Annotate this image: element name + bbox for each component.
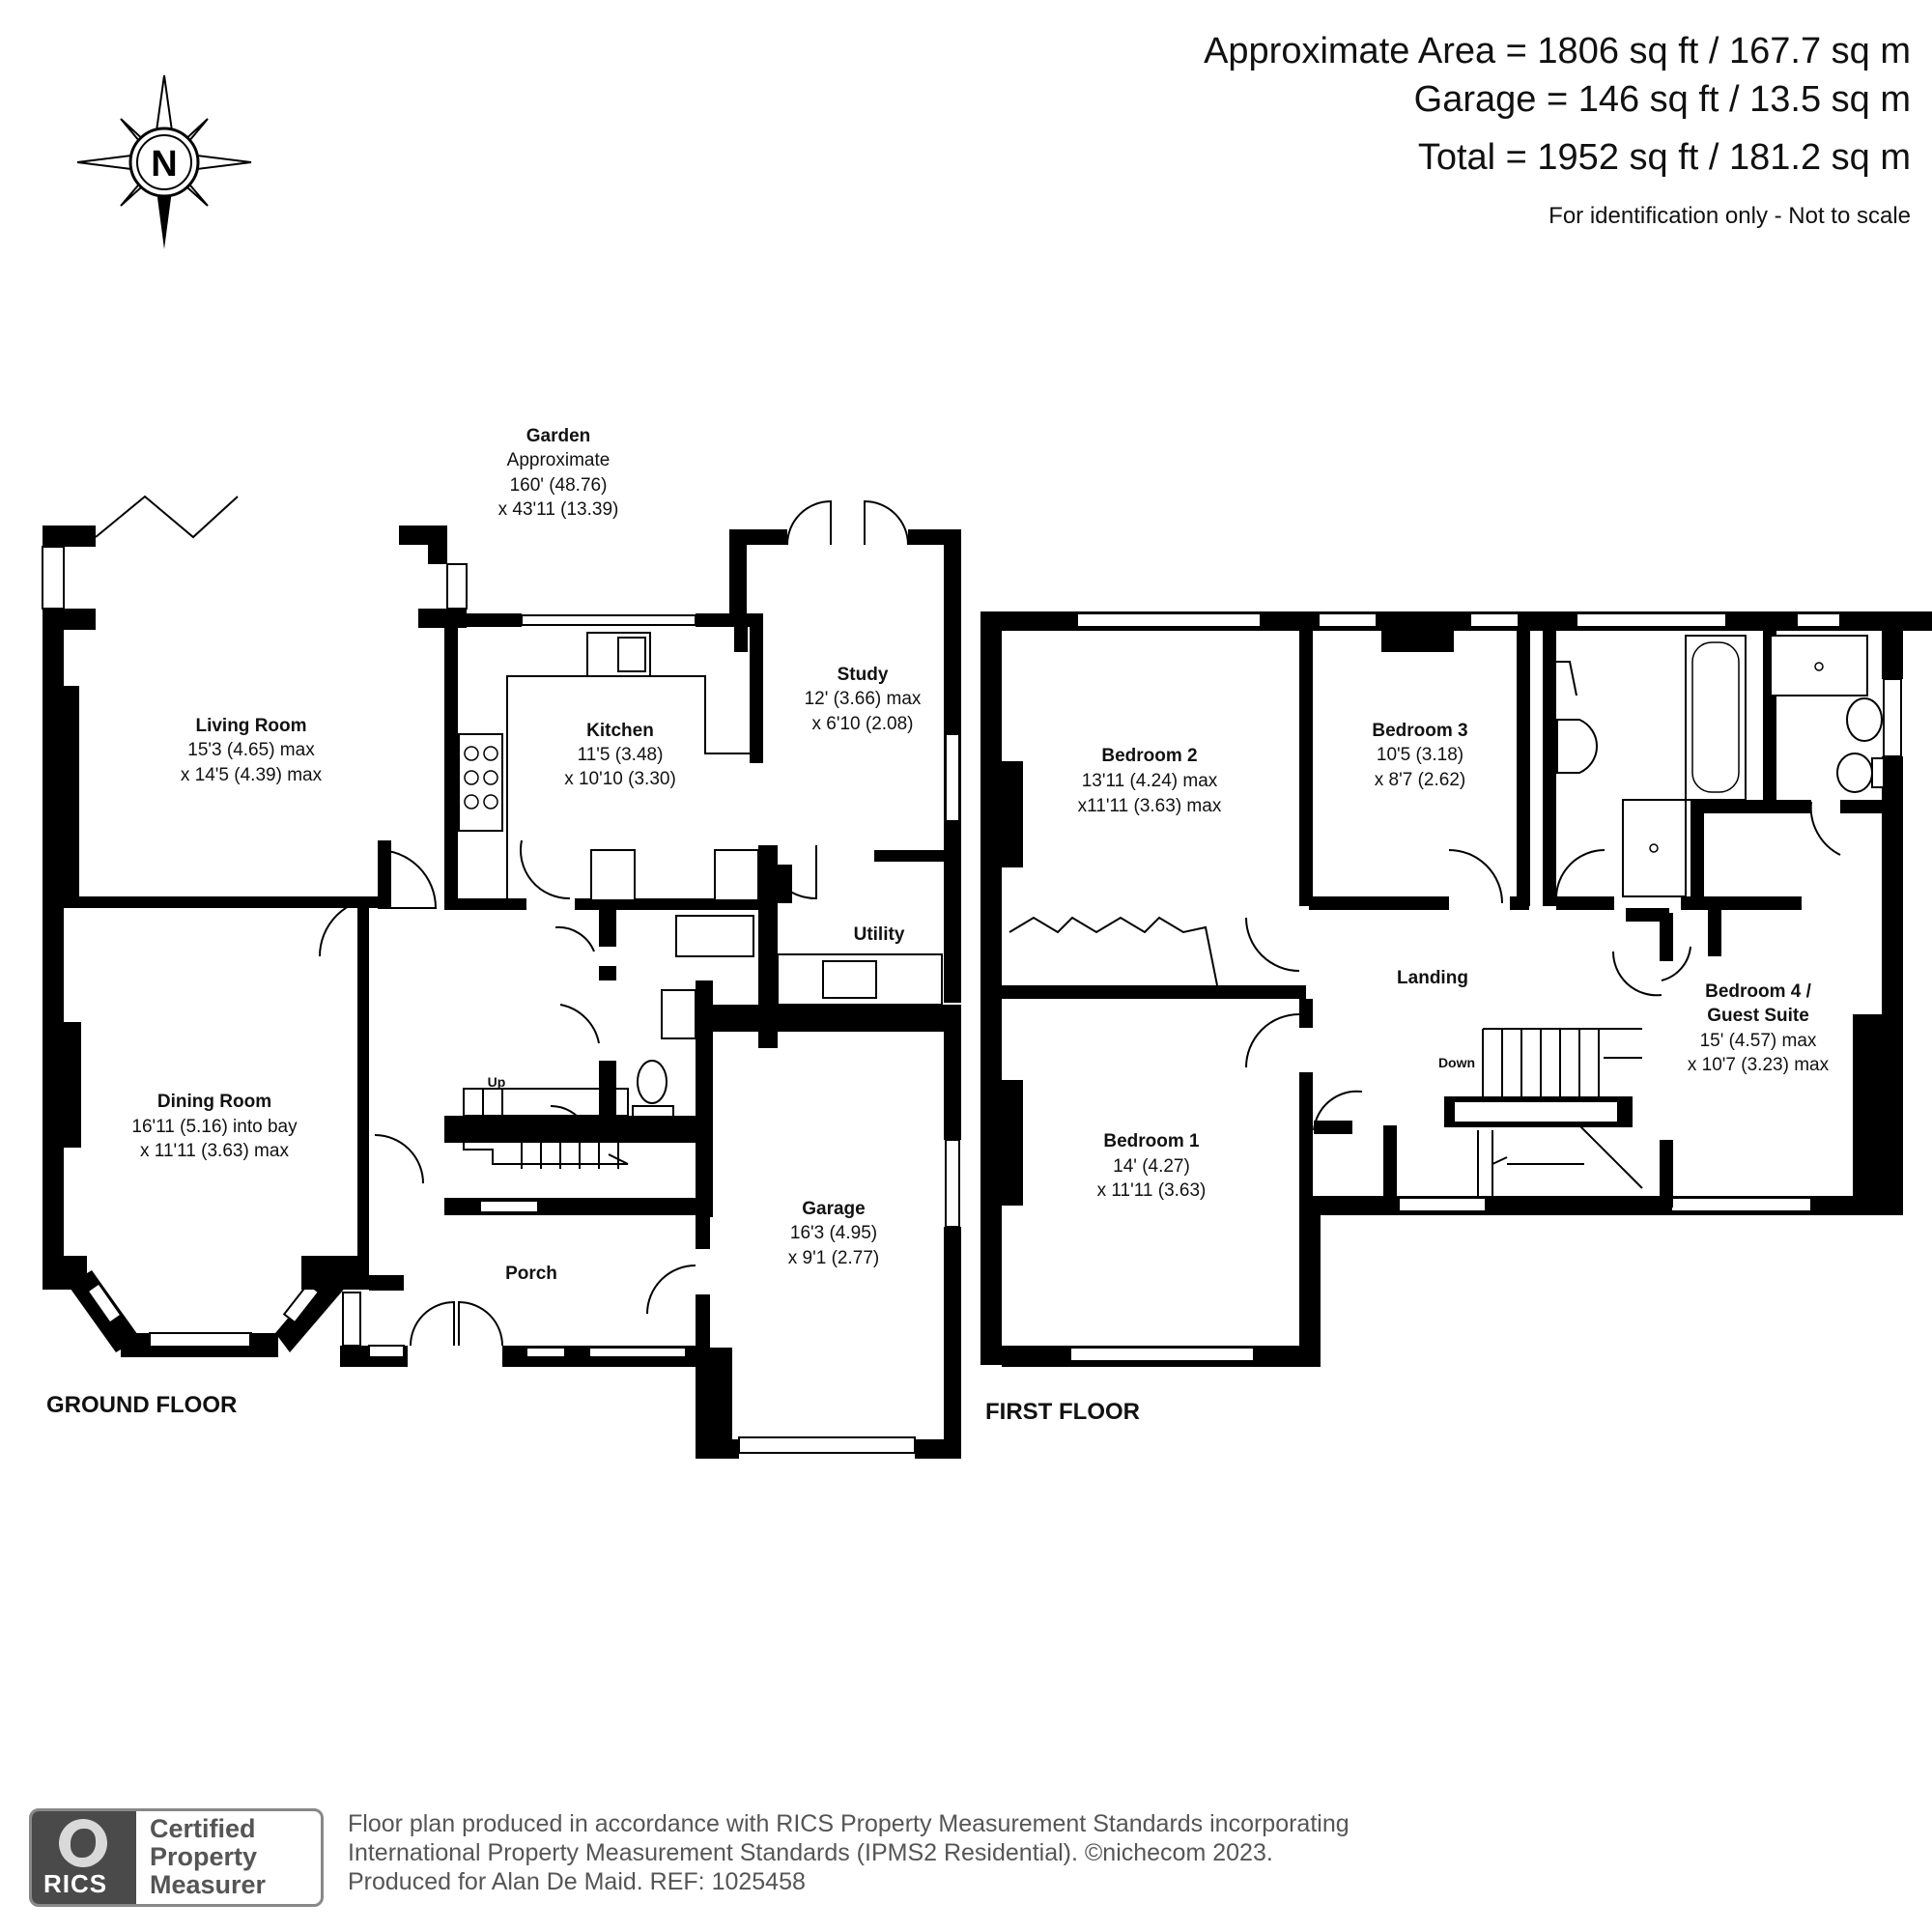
rics-certified-badge: RICS Certified Property Measurer — [29, 1808, 324, 1907]
porch-name: Porch — [505, 1264, 557, 1284]
footer-line-2: International Property Measurement Stand… — [348, 1839, 1273, 1866]
bedroom-2-label: Bedroom 2 13'11 (4.24) max x11'11 (3.63)… — [1078, 746, 1222, 816]
footer-line-1: Floor plan produced in accordance with R… — [348, 1810, 1350, 1837]
kitchen-label: Kitchen 11'5 (3.48) x 10'10 (3.30) — [564, 721, 676, 789]
bedroom-2-dim2: x11'11 (3.63) max — [1078, 796, 1222, 816]
bedroom-4-name-line2: Guest Suite — [1707, 1006, 1809, 1026]
bedroom-1-dim1: 14' (4.27) — [1113, 1156, 1190, 1177]
dining-room-dim1: 16'11 (5.16) into bay — [131, 1117, 298, 1137]
garden-name: Garden — [526, 426, 591, 446]
first-floor-plan: Down — [980, 611, 1932, 1367]
cert-line-1: Certified — [150, 1814, 256, 1843]
bedroom-1-dim2: x 11'11 (3.63) — [1097, 1180, 1207, 1201]
stairs-down-label: Down — [1438, 1055, 1475, 1070]
stairs-up-label: Up — [488, 1074, 506, 1090]
bedroom-4-name-line1: Bedroom 4 / — [1705, 981, 1812, 1002]
dining-room-dim2: x 11'11 (3.63) max — [140, 1141, 289, 1161]
ground-floor-plan: Up — [42, 495, 961, 1459]
study-dim1: 12' (3.66) max — [805, 689, 922, 709]
garage-name: Garage — [802, 1199, 865, 1219]
cert-line-2: Property — [150, 1842, 258, 1871]
dining-room-label: Dining Room 16'11 (5.16) into bay x 11'1… — [131, 1092, 298, 1161]
bedroom-3-label: Bedroom 3 10'5 (3.18) x 8'7 (2.62) — [1372, 721, 1467, 790]
living-room-label: Living Room 15'3 (4.65) max x 14'5 (4.39… — [181, 716, 323, 785]
garden-line2: 160' (48.76) — [510, 475, 608, 496]
total-area-text: Total = 1952 sq ft / 181.2 sq m — [1417, 137, 1911, 178]
certified-property-measurer-text: Certified Property Measurer — [150, 1815, 266, 1899]
kitchen-name: Kitchen — [586, 721, 654, 741]
landing-name: Landing — [1397, 968, 1468, 988]
compass-rose-icon: N — [76, 74, 252, 249]
footer-line-3: Produced for Alan De Maid. REF: 1025458 — [348, 1868, 806, 1895]
garage-label: Garage 16'3 (4.95) x 9'1 (2.77) — [788, 1199, 879, 1268]
bedroom-4-dim2: x 10'7 (3.23) max — [1688, 1055, 1830, 1075]
garden-label: Garden Approximate 160' (48.76) x 43'11 … — [498, 426, 619, 520]
utility-name: Utility — [854, 924, 905, 945]
bedroom-2-name: Bedroom 2 — [1101, 746, 1197, 766]
bedroom-3-dim2: x 8'7 (2.62) — [1375, 770, 1465, 790]
bedroom-4-label: Bedroom 4 / Guest Suite 15' (4.57) max x… — [1688, 981, 1830, 1075]
cert-line-3: Measurer — [150, 1870, 267, 1899]
garage-area-text: Garage = 146 sq ft / 13.5 sq m — [1413, 79, 1911, 120]
study-name: Study — [838, 665, 889, 685]
study-dim2: x 6'10 (2.08) — [811, 714, 913, 734]
bedroom-2-dim1: 13'11 (4.24) max — [1082, 771, 1218, 791]
dining-room-name: Dining Room — [157, 1092, 271, 1112]
bedroom-3-name: Bedroom 3 — [1372, 721, 1467, 741]
study-label: Study 12' (3.66) max x 6'10 (2.08) — [805, 665, 922, 734]
garage-dim1: 16'3 (4.95) — [790, 1223, 877, 1243]
approximate-area-text: Approximate Area = 1806 sq ft / 167.7 sq… — [1204, 31, 1911, 71]
lion-icon — [59, 1819, 107, 1867]
living-room-dim1: 15'3 (4.65) max — [187, 740, 315, 760]
kitchen-dim1: 11'5 (3.48) — [578, 745, 664, 765]
rics-lion-logo: RICS — [32, 1811, 136, 1904]
bedroom-1-name: Bedroom 1 — [1103, 1131, 1200, 1151]
not-to-scale-disclaimer: For identification only - Not to scale — [1548, 203, 1911, 229]
bedroom-1-label: Bedroom 1 14' (4.27) x 11'11 (3.63) — [1097, 1131, 1207, 1201]
garage-dim2: x 9'1 (2.77) — [788, 1248, 879, 1268]
bedroom-4-dim1: 15' (4.57) max — [1700, 1031, 1817, 1051]
kitchen-dim2: x 10'10 (3.30) — [564, 769, 676, 789]
living-room-dim2: x 14'5 (4.39) max — [181, 765, 323, 785]
rics-wordmark: RICS — [43, 1869, 108, 1898]
garden-line1: Approximate — [507, 450, 611, 470]
bedroom-3-dim1: 10'5 (3.18) — [1377, 745, 1463, 765]
first-floor-label: FIRST FLOOR — [985, 1399, 1140, 1425]
compass-north-label: N — [151, 144, 177, 185]
garden-line3: x 43'11 (13.39) — [498, 499, 619, 520]
footer-statement: Floor plan produced in accordance with R… — [348, 1809, 1350, 1896]
living-room-name: Living Room — [195, 716, 306, 736]
ground-floor-label: GROUND FLOOR — [46, 1392, 237, 1418]
